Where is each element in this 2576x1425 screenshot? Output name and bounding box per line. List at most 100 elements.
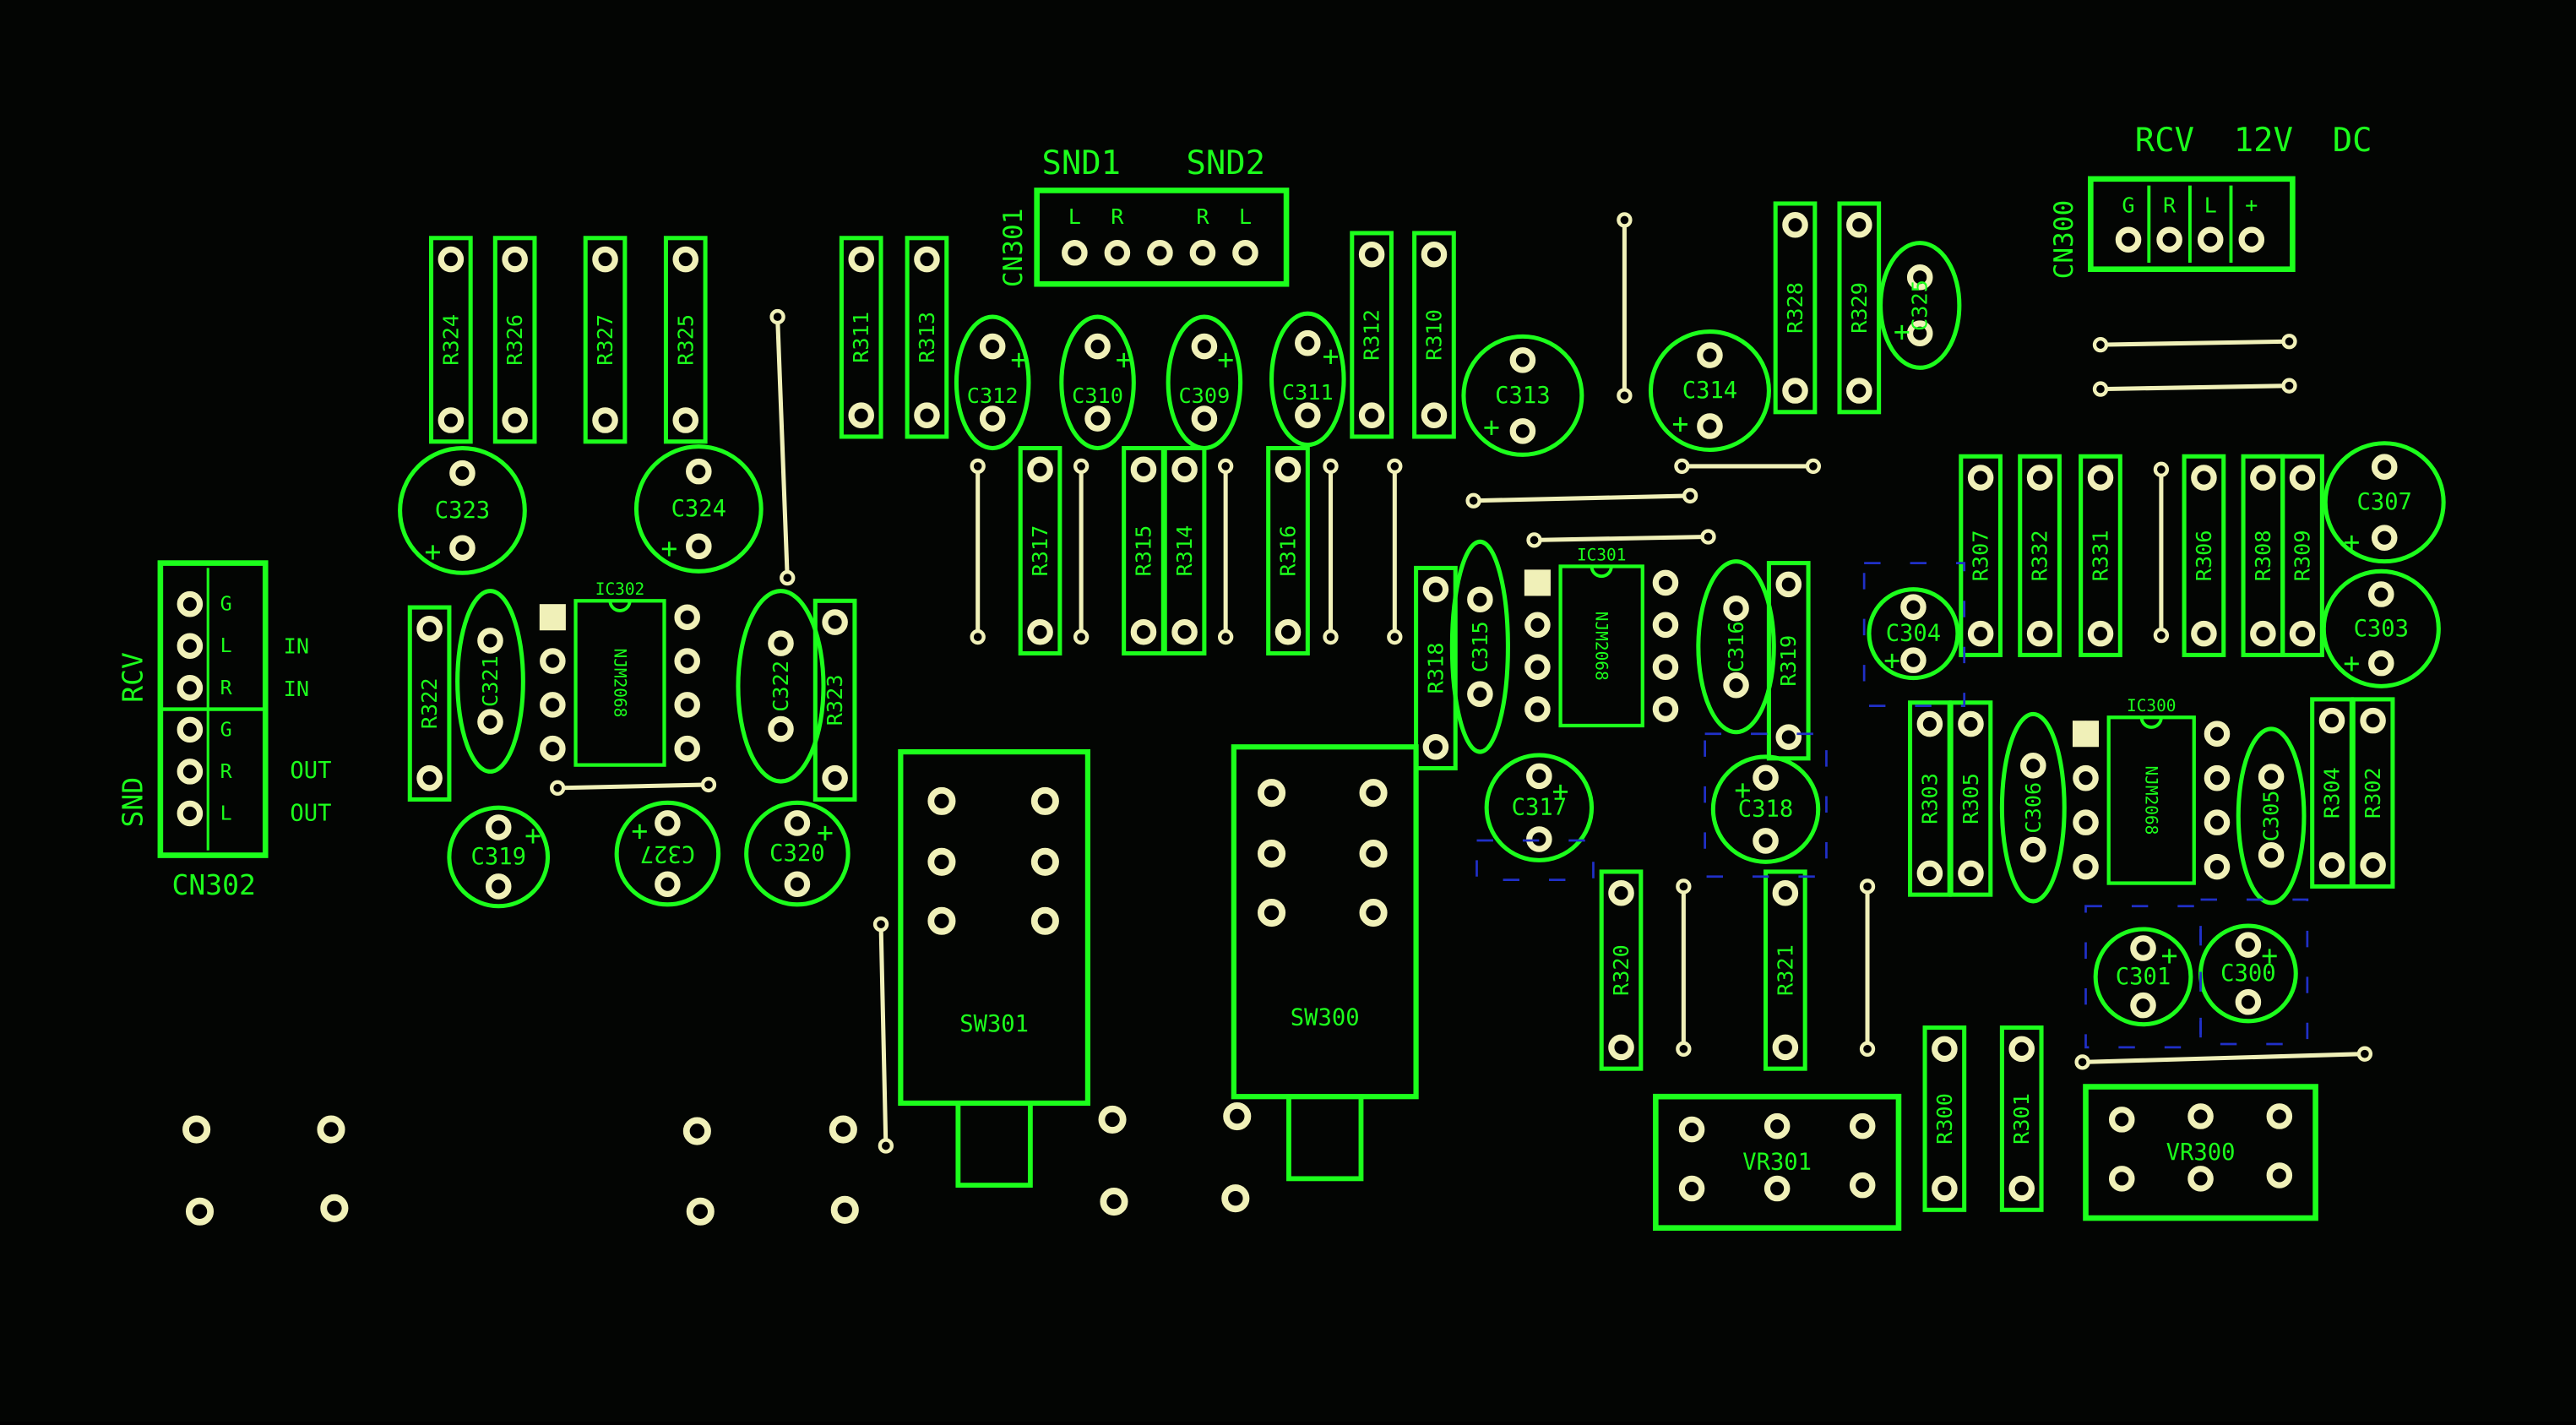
pad [437, 246, 465, 273]
pad [1526, 532, 1542, 548]
pad [2156, 226, 2182, 253]
resistor-r311: R311 [839, 236, 883, 439]
pad [1073, 628, 1090, 645]
pad [1676, 878, 1692, 895]
pad [2281, 334, 2297, 350]
pad [1422, 733, 1449, 760]
pad [2191, 465, 2217, 491]
pad [822, 764, 848, 791]
pad [848, 246, 874, 273]
polarity-plus-mark: + [524, 819, 541, 852]
ref-label: C325 [1908, 280, 1932, 331]
ref-label: C320 [769, 840, 824, 867]
ref-label: C301 [2116, 964, 2171, 990]
pad [1967, 620, 1994, 647]
pad [1678, 1175, 1705, 1202]
pad [1130, 618, 1157, 645]
ref-label: C304 [1886, 621, 1941, 647]
ref-label: R315 [1131, 525, 1155, 577]
pad [540, 692, 566, 718]
pad [1027, 618, 1053, 645]
pad [2008, 1036, 2035, 1063]
capacitor-c316: C316 [1696, 559, 1776, 735]
jumper-wire [1323, 458, 1339, 645]
mounting-pad [1098, 1105, 1127, 1134]
pad [1422, 576, 1449, 602]
ref-label: NJM2068 [1592, 612, 1611, 681]
pad [2073, 764, 2099, 791]
mounting-pad [830, 1195, 859, 1224]
pad [1932, 1036, 1958, 1063]
pad [1772, 879, 1799, 906]
pad [2258, 764, 2285, 790]
assembly-outline [1704, 732, 1828, 878]
ref-label: C327 [640, 840, 695, 867]
resistor-r308: R308 [2241, 454, 2285, 657]
pad [320, 1194, 349, 1222]
ref-label: C309 [1178, 383, 1230, 408]
capacitor-c324: C324+ [633, 444, 764, 574]
pad [182, 1115, 211, 1144]
pad [1084, 333, 1111, 360]
pad [2197, 226, 2224, 253]
pad [449, 535, 476, 561]
pad [780, 569, 796, 586]
pad [2235, 988, 2262, 1015]
pad [2108, 1107, 2135, 1133]
jumper-wire [1217, 458, 1234, 645]
pad [830, 1195, 859, 1224]
pad [1387, 628, 1403, 645]
capacitor-c314: C314+ [1648, 329, 1771, 453]
resistor-r312: R312 [1350, 231, 1394, 439]
snd2-label: SND2 [1187, 144, 1266, 182]
pad [2204, 721, 2231, 747]
ref-label: C314 [1682, 378, 1737, 404]
pad [1358, 402, 1385, 428]
ref-label: R317 [1028, 525, 1052, 577]
jumper-wire [1676, 878, 1692, 1058]
ref-label: R [1111, 204, 1124, 229]
pad [1906, 320, 1933, 346]
pad [317, 1115, 345, 1144]
pad [1147, 240, 1173, 266]
capacitor-c323: C323+ [398, 446, 527, 575]
resistor-r307: R307 [1959, 454, 2003, 657]
pad [1189, 240, 1216, 266]
ref-label: R305 [1959, 773, 1983, 824]
capacitor-c311: C311+ [1269, 311, 1346, 448]
pad [2204, 853, 2231, 880]
pad [1524, 654, 1551, 680]
pad [550, 780, 566, 797]
ref-label: IC302 [595, 579, 644, 599]
pad [1916, 860, 1943, 887]
pad [2187, 1103, 2214, 1129]
pad [2368, 650, 2394, 677]
pad [768, 715, 794, 742]
pad [927, 786, 956, 815]
jumper-wire [1465, 487, 1698, 509]
pad [2130, 992, 2156, 1019]
mounting-pad [1221, 1184, 1250, 1213]
pad [1467, 681, 1493, 707]
resistor-r309: R309 [2280, 454, 2324, 657]
pad [848, 402, 874, 428]
pad [1387, 458, 1403, 475]
pad [1753, 764, 1779, 791]
pad [1323, 458, 1339, 475]
pad [927, 847, 956, 876]
pad [1073, 458, 1090, 475]
pad [1723, 672, 1749, 699]
ref-label: C303 [2354, 616, 2409, 642]
pad [784, 871, 811, 898]
switch-sw300: SW300 [1231, 744, 1419, 1182]
pad [655, 810, 681, 836]
polarity-plus-mark: + [1010, 343, 1027, 376]
pad [1359, 840, 1388, 868]
resistor-r332: R332 [2018, 454, 2062, 657]
mounting-pad [185, 1197, 215, 1226]
pad [1652, 612, 1679, 639]
capacitor-c306: C306 [1999, 711, 2067, 904]
mounting-pad [686, 1197, 715, 1226]
